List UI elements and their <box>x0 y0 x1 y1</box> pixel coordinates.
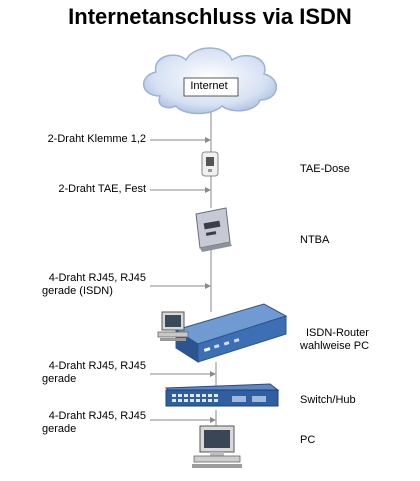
diagram-title: Internetanschluss via ISDN <box>68 4 352 29</box>
internet-label: Internet <box>190 80 228 92</box>
connection-label-1: 2-Draht Klemme 1,2 <box>47 133 146 145</box>
router-label: ISDN-Router wahlweise PC <box>300 327 410 353</box>
ntba-device-icon <box>195 207 232 252</box>
connection-label-4: 4-Draht RJ45, RJ45 gerade <box>4 360 146 386</box>
isdn-router-icon <box>174 303 288 363</box>
tae-socket-icon <box>201 151 219 177</box>
internet-cloud-icon <box>143 47 277 115</box>
connection-label-4-line1: 4-Draht RJ45, RJ45 <box>48 360 146 372</box>
router-label-line1: ISDN-Router <box>306 327 369 339</box>
connection-label-3-line2: gerade (ISDN) <box>42 285 113 297</box>
connection-label-5-line2: gerade <box>42 423 77 435</box>
switch-label: Switch/Hub <box>300 394 356 406</box>
connection-lines <box>150 110 217 436</box>
pc-icon <box>192 425 242 468</box>
connection-label-5: 4-Draht RJ45, RJ45 gerade <box>4 410 146 436</box>
tae-label: TAE-Dose <box>300 163 350 175</box>
ntba-label: NTBA <box>300 234 330 246</box>
connection-label-3: 4-Draht RJ45, RJ45 gerade (ISDN) <box>4 272 146 298</box>
router-pc-icon <box>157 311 189 341</box>
router-label-line2: wahlweise PC <box>300 340 370 352</box>
connection-label-3-line1: 4-Draht RJ45, RJ45 <box>48 272 146 284</box>
switch-hub-icon <box>164 383 280 407</box>
connection-label-4-line2: gerade <box>42 373 77 385</box>
connection-label-2: 2-Draht TAE, Fest <box>58 183 146 195</box>
pc-label: PC <box>300 434 316 446</box>
leader-arrowheads <box>205 137 216 423</box>
connection-label-5-line1: 4-Draht RJ45, RJ45 <box>48 410 146 422</box>
